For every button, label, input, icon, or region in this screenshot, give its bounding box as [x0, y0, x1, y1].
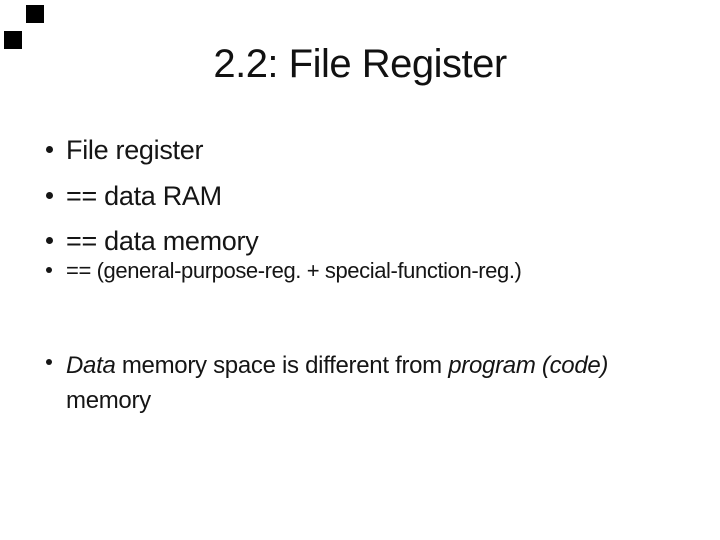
bullet-text-normal-run: memory space is different from: [115, 352, 449, 379]
bullet-text-italic-run: Data: [66, 352, 116, 379]
bullet-text: == data memory: [66, 226, 259, 256]
corner-decor-square-top: [26, 5, 44, 23]
slide-title: 2.2: File Register: [213, 42, 507, 86]
bullet-text: == (general-purpose-reg. + special-funct…: [66, 258, 522, 283]
bullet-text-normal-run: memory: [66, 387, 151, 414]
bullet-dot-icon: [46, 192, 53, 199]
bullet-text: File register: [66, 135, 204, 165]
bullet-dot-icon: [46, 359, 52, 365]
bullet-item: == data RAM: [46, 180, 222, 212]
bullet-text: Data memory space is different from prog…: [66, 348, 678, 418]
bullet-item: == data memory: [46, 225, 259, 257]
bullet-text-italic-run: program (code): [448, 352, 609, 379]
bullet-item: Data memory space is different from prog…: [46, 348, 678, 418]
bullet-item: == (general-purpose-reg. + special-funct…: [46, 258, 522, 284]
bullet-text: == data RAM: [66, 181, 222, 211]
bullet-dot-icon: [46, 267, 52, 273]
bullet-dot-icon: [46, 237, 53, 244]
corner-decor-square-bottom: [4, 31, 22, 49]
bullet-item: File register: [46, 134, 203, 166]
bullet-dot-icon: [46, 146, 53, 153]
